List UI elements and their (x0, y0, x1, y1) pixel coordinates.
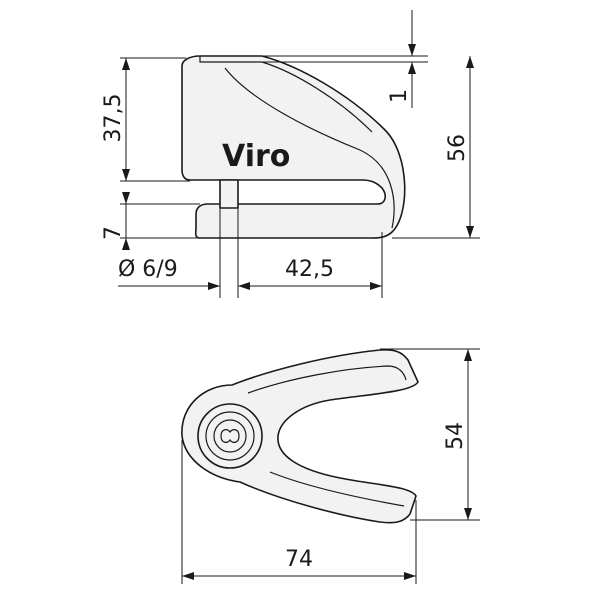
lock-body-top (181, 349, 419, 524)
lock-cylinder-ring (205, 411, 255, 461)
keyhole-icon (220, 429, 240, 443)
dim-diameter: Ø 6/9 (118, 257, 178, 282)
dim-1: 1 (387, 89, 412, 103)
lock-body-side (181, 55, 406, 239)
lock-cylinder-core (213, 419, 247, 453)
top-view: 54 74 (181, 348, 480, 584)
dim-56: 56 (445, 134, 470, 162)
lock-inner-contour (247, 365, 407, 507)
dim-37-5: 37,5 (101, 94, 126, 143)
dim-54: 54 (443, 422, 468, 450)
locking-pin (219, 179, 239, 209)
lock-curve-line (224, 67, 395, 229)
lock-cylinder-outer (197, 403, 263, 469)
dim-7: 7 (101, 226, 126, 240)
side-view: Viro 37,5 7 Ø 6/9 42,5 (101, 10, 480, 298)
dim-74: 74 (285, 547, 313, 572)
dim-42-5: 42,5 (285, 257, 334, 282)
brand-logo: Viro (222, 139, 290, 174)
